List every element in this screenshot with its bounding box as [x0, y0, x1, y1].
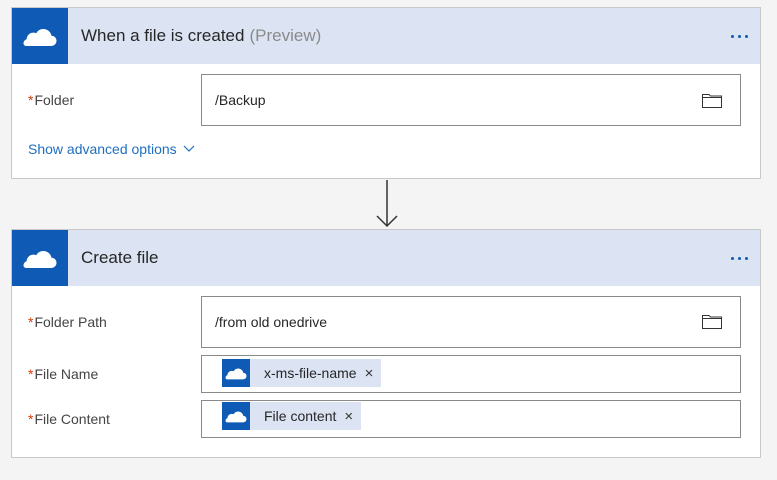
- folder-icon[interactable]: [702, 92, 722, 108]
- folder-input[interactable]: /Backup: [201, 74, 741, 126]
- file-content-token-text: File content: [264, 408, 337, 424]
- remove-icon[interactable]: ×: [364, 364, 374, 382]
- file-name-label: *File Name: [28, 366, 99, 382]
- preview-tag: (Preview): [249, 26, 322, 45]
- folder-label: *Folder: [28, 92, 75, 108]
- onedrive-cloud-icon: [12, 230, 68, 286]
- file-name-row: *File Name x-ms-file-name ×: [12, 355, 760, 393]
- folder-value: /Backup: [215, 92, 266, 108]
- chevron-down-icon: [183, 145, 195, 152]
- file-content-label: *File Content: [28, 411, 110, 427]
- remove-icon[interactable]: ×: [344, 407, 354, 425]
- file-name-token-text: x-ms-file-name: [264, 365, 357, 381]
- folder-path-row: *Folder Path /from old onedrive: [12, 296, 760, 348]
- folder-path-input[interactable]: /from old onedrive: [201, 296, 741, 348]
- more-options-icon[interactable]: [731, 230, 748, 286]
- onedrive-cloud-icon: [222, 359, 250, 387]
- advanced-options-label: Show advanced options: [28, 141, 177, 157]
- show-advanced-options-link[interactable]: Show advanced options: [28, 141, 195, 157]
- onedrive-cloud-icon: [222, 402, 250, 430]
- action-card-header[interactable]: Create file: [12, 230, 760, 286]
- folder-path-value: /from old onedrive: [215, 314, 328, 330]
- folder-row: *Folder /Backup: [12, 74, 760, 126]
- action-title: Create file: [81, 248, 159, 267]
- more-options-icon[interactable]: [731, 8, 748, 64]
- folder-icon[interactable]: [702, 313, 722, 329]
- trigger-card: When a file is created(Preview) *Folder …: [11, 7, 761, 179]
- file-content-row: *File Content File content ×: [12, 400, 760, 438]
- file-content-input[interactable]: File content ×: [201, 400, 741, 438]
- folder-path-label: *Folder Path: [28, 314, 107, 330]
- file-content-token[interactable]: File content ×: [222, 402, 362, 430]
- action-card: Create file *Folder Path /from old onedr…: [11, 229, 761, 458]
- down-arrow-icon: [376, 180, 398, 228]
- onedrive-cloud-icon: [12, 8, 68, 64]
- trigger-title: When a file is created(Preview): [81, 26, 321, 46]
- trigger-card-header[interactable]: When a file is created(Preview): [12, 8, 760, 64]
- file-name-input[interactable]: x-ms-file-name ×: [201, 355, 741, 393]
- trigger-title-text: When a file is created: [81, 26, 245, 45]
- file-name-token[interactable]: x-ms-file-name ×: [222, 359, 382, 387]
